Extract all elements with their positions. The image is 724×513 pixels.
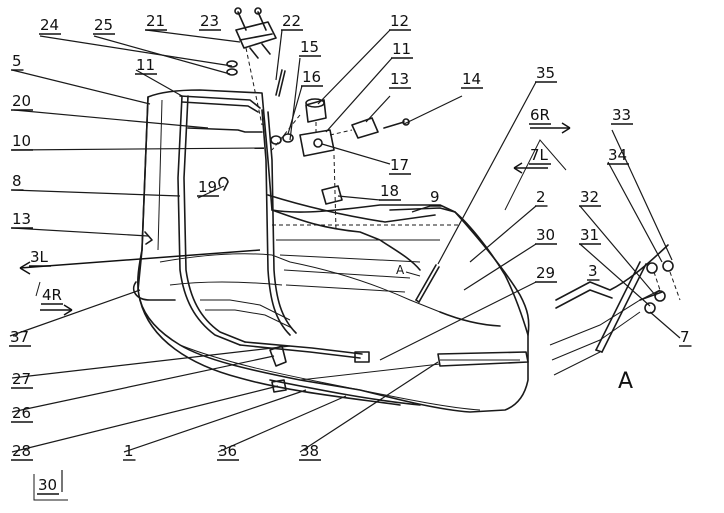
part-label-13b: 13: [12, 210, 31, 228]
detail-a: [549, 244, 681, 376]
part-label-5: 5: [12, 52, 22, 70]
part-label-7L: 7L: [530, 146, 549, 164]
part-label-11b: 11: [392, 40, 411, 58]
part-label-2: 2: [536, 188, 546, 206]
part-label-9: 9: [430, 188, 440, 206]
part-label-7: 7: [680, 328, 690, 346]
part-label-35: 35: [536, 64, 555, 82]
label-box-30: [33, 474, 68, 501]
part-label-24: 24: [40, 16, 59, 34]
part-label-4R: 4R: [42, 286, 62, 304]
part-label-16: 16: [302, 68, 321, 86]
part-label-25: 25: [94, 16, 113, 34]
part-label-37: 37: [10, 328, 29, 346]
part-label-3L: 3L: [30, 248, 49, 266]
part-label-30b: 30: [38, 476, 57, 494]
part-label-20: 20: [12, 92, 31, 110]
part-label-8: 8: [12, 172, 22, 190]
part-label-3: 3: [588, 262, 598, 280]
part-label-6R: 6R: [530, 106, 550, 124]
sidecar-body: [137, 89, 530, 413]
part-label-38: 38: [300, 442, 319, 460]
part-label-15: 15: [300, 38, 319, 56]
part-label-26: 26: [12, 404, 31, 422]
part-label-31: 31: [580, 226, 599, 244]
part-label-12: 12: [390, 12, 409, 30]
part-label-17: 17: [390, 156, 409, 174]
part-label-28: 28: [12, 442, 31, 460]
detail-letter: A: [618, 369, 633, 394]
exploded-parts: [218, 7, 410, 231]
part-label-21: 21: [146, 12, 165, 30]
part-label-29: 29: [536, 264, 555, 282]
part-label-22: 22: [282, 12, 301, 30]
part-label-30a: 30: [536, 226, 555, 244]
part-label-34: 34: [608, 146, 627, 164]
part-label-23: 23: [200, 12, 219, 30]
part-label-14: 14: [462, 70, 481, 88]
direction-arrows: [19, 122, 571, 316]
part-label-27: 27: [12, 370, 31, 388]
leader-lines: [9, 29, 681, 492]
part-label-10: 10: [12, 132, 31, 150]
part-label-13a: 13: [390, 70, 409, 88]
part-label-36: 36: [218, 442, 237, 460]
part-label-32: 32: [580, 188, 599, 206]
part-label-19: 19: [198, 178, 217, 196]
part-label-1: 1: [124, 442, 134, 460]
part-label-11a: 11: [136, 56, 155, 74]
part-label-18: 18: [380, 182, 399, 200]
part-label-33: 33: [612, 106, 631, 124]
view-marker: A: [396, 263, 405, 277]
